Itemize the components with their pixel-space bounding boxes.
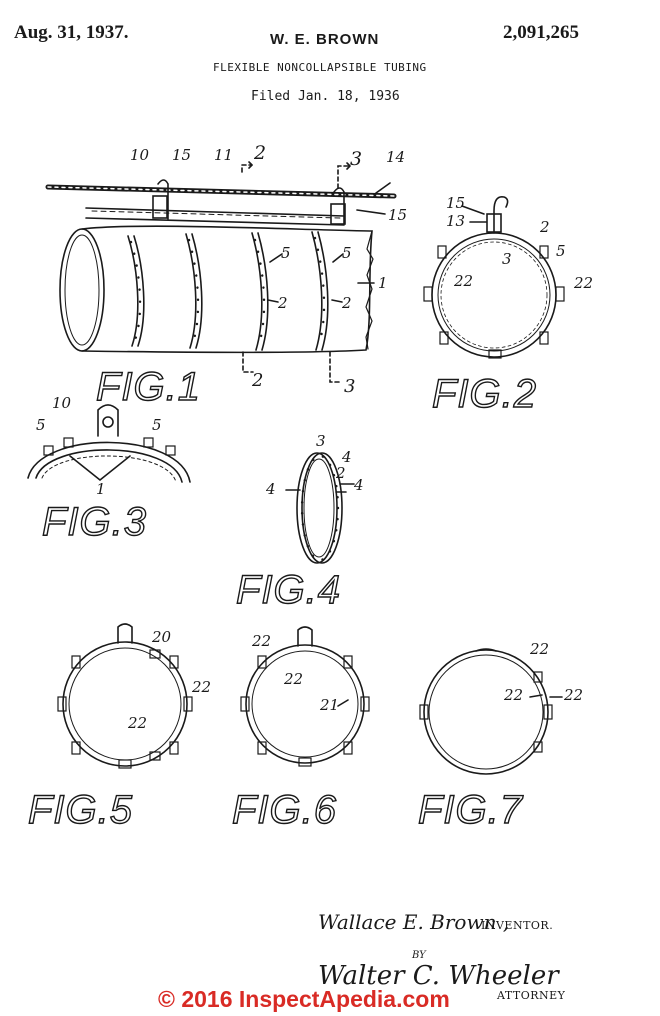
fig7-label: FIG.7 <box>417 787 524 832</box>
fig4-label: FIG.4 <box>235 567 342 612</box>
fig1-label: FIG.1 <box>95 364 202 409</box>
ref-numeral: 3 <box>344 376 356 397</box>
ref-numeral: 14 <box>386 148 406 166</box>
patent-date: Aug. 31, 1937. <box>14 22 129 43</box>
ref-numeral: 15 <box>388 206 408 224</box>
fig7-drawing <box>419 648 563 775</box>
patent-title: FLEXIBLE NONCOLLAPSIBLE TUBING <box>213 61 427 74</box>
ref-numeral: 20 <box>152 628 172 646</box>
ref-numeral: 5 <box>556 242 566 260</box>
ref-numeral: 22 <box>530 640 550 658</box>
fig3-drawing <box>27 404 191 483</box>
ref-numeral: 2 <box>342 294 352 312</box>
ref-numeral: 10 <box>130 146 150 164</box>
inventor-heading: W. E. BROWN <box>270 31 380 48</box>
fig3-label: FIG.3 <box>41 499 148 544</box>
ref-numeral: 2 <box>254 142 267 164</box>
ref-numeral: 2 <box>336 464 346 482</box>
ref-numeral: 4 <box>354 476 364 494</box>
ref-numeral: 1 <box>96 480 106 498</box>
ref-numeral: 3 <box>350 148 363 170</box>
fig6-label: FIG.6 <box>231 787 338 832</box>
inventor-signature: Wallace E. Brown , <box>318 910 510 934</box>
ref-numeral: 15 <box>446 194 466 212</box>
fig1-drawing <box>45 161 397 383</box>
fig5-label: FIG.5 <box>27 787 134 832</box>
attorney-label: ATTORNEY <box>497 989 566 1002</box>
ref-numeral: 22 <box>192 678 212 696</box>
ref-numeral: 5 <box>36 416 46 434</box>
ref-numeral: 2 <box>540 218 550 236</box>
ref-numeral: 13 <box>446 212 466 230</box>
fig6-drawing <box>240 626 370 767</box>
ref-numeral: 2 <box>278 294 288 312</box>
ref-numeral: 22 <box>574 274 594 292</box>
ref-numeral: 3 <box>316 432 326 450</box>
ref-numeral: 22 <box>252 632 272 650</box>
ref-numeral: 4 <box>266 480 276 498</box>
fig5-drawing <box>57 623 193 769</box>
filed-date: Filed Jan. 18, 1936 <box>251 89 400 104</box>
ref-numeral: 3 <box>502 250 512 268</box>
ref-numeral: 5 <box>152 416 162 434</box>
ref-numeral: 22 <box>504 686 524 704</box>
attorney-signature: Walter C. Wheeler <box>318 961 559 991</box>
ref-numeral: 21 <box>320 696 340 714</box>
patent-number: 2,091,265 <box>503 22 579 43</box>
ref-numeral: 22 <box>564 686 584 704</box>
ref-numeral: 15 <box>172 146 192 164</box>
ref-numeral: 4 <box>342 448 352 466</box>
by-label: BY <box>412 950 426 961</box>
ref-numeral: 22 <box>454 272 474 290</box>
ref-numeral: 22 <box>284 670 304 688</box>
ref-numeral: 2 <box>252 370 264 391</box>
ref-numeral: 10 <box>52 394 72 412</box>
ref-numeral: 5 <box>342 244 352 262</box>
ref-numeral: 11 <box>214 146 234 164</box>
fig2-label: FIG.2 <box>431 371 538 416</box>
ref-numeral: 22 <box>128 714 148 732</box>
fig4-drawing <box>285 452 355 564</box>
ref-numeral: 5 <box>281 244 291 262</box>
ref-numeral: 1 <box>378 274 388 292</box>
inventor-label: INVENTOR. <box>481 919 554 932</box>
copyright-watermark: © 2016 InspectApedia.com <box>158 986 450 1012</box>
fig2-drawing <box>423 195 565 359</box>
